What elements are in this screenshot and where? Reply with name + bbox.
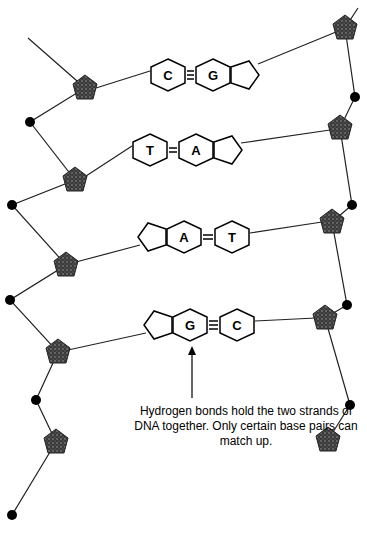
- base-letter: T: [146, 143, 154, 158]
- base-letter: G: [208, 68, 218, 83]
- base-letter: C: [232, 318, 241, 333]
- base-hexagon: C: [150, 58, 186, 92]
- base-letter: G: [185, 318, 195, 333]
- base-letter: A: [191, 143, 200, 158]
- hydrogen-bond: [203, 235, 213, 239]
- caption-note: Hydrogen bonds hold the two strands of D…: [130, 404, 362, 449]
- base-letter: C: [163, 68, 172, 83]
- base-hexagon: G: [172, 308, 208, 342]
- hydrogen-bond: [169, 148, 177, 152]
- base-hexagon: C: [219, 308, 255, 342]
- base-hexagon: T: [214, 220, 250, 254]
- base-hexagon: A: [166, 220, 202, 254]
- hydrogen-bond: [187, 71, 194, 79]
- base-hexagon: T: [132, 133, 168, 167]
- base-letter: T: [228, 230, 236, 245]
- base-hexagon: G: [195, 58, 231, 92]
- hydrogen-bond: [209, 321, 218, 329]
- base-letter: A: [179, 230, 188, 245]
- base-hexagon: A: [178, 133, 214, 167]
